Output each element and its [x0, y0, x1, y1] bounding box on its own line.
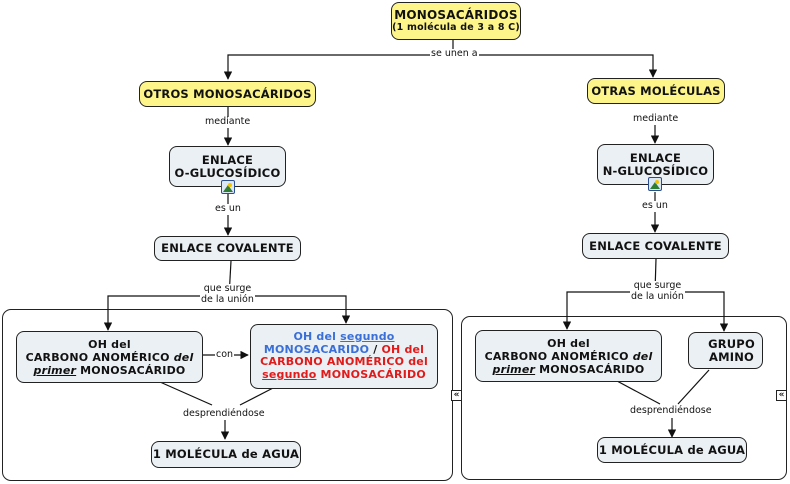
node-enlace-covalente-left-label: ENLACE COVALENTE: [161, 241, 294, 255]
node-oh-primer-left[interactable]: OH del CARBONO ANOMÉRICO del primer MONO…: [16, 331, 203, 383]
link-label-arise-left: que surge de la unión: [200, 283, 255, 305]
oh2-c: MONOSACARIDO: [263, 342, 370, 356]
join-left: [223, 54, 453, 80]
image-icon[interactable]: [648, 177, 662, 191]
oh2-line1: OH del segundo: [251, 330, 437, 344]
oh1-right-line3: primer MONOSACÁRIDO: [493, 363, 645, 376]
root-title: MONOSACÁRIDOS: [394, 8, 518, 22]
bond-right-line1: ENLACE: [629, 150, 682, 165]
link-label-is-left: es un: [214, 203, 242, 215]
oh1-right-line2b: del: [632, 349, 653, 363]
node-enlace-covalente-right[interactable]: ENLACE COVALENTE: [582, 233, 729, 259]
oh1-line3b: MONOSACÁRIDO: [76, 363, 186, 377]
left-arise-a: [103, 295, 229, 331]
bond-right-line2: N-GLUCOSÍDICO: [602, 163, 709, 178]
arise-left-line1: que surge: [203, 283, 252, 294]
oh2-e: CARBONO ANOMÉRICO del: [260, 355, 428, 368]
oh1-right-line3b: MONOSACÁRIDO: [535, 362, 645, 376]
arise-right-line1: que surge: [633, 280, 682, 291]
oh2-g: MONOSACÁRIDO: [316, 367, 426, 381]
node-otras-moleculas[interactable]: OTRAS MOLÉCULAS: [587, 78, 725, 104]
node-grupo-amino[interactable]: GRUPO AMINO: [688, 332, 763, 369]
oh1-right-line2a: CARBONO ANOMÉRICO: [484, 349, 633, 363]
amino-line2: AMINO: [708, 349, 755, 364]
oh2-sep: /: [369, 342, 382, 356]
oh1-line1: OH del: [88, 337, 131, 351]
oh2-a: OH del: [293, 330, 341, 343]
node-otros-monosacaridos-label: OTROS MONOSACÁRIDOS: [143, 86, 312, 101]
link-label-is-right: es un: [641, 200, 669, 212]
left-rel-a: [159, 381, 213, 406]
oh1-line2b: del: [173, 350, 194, 364]
oh2-line4: segundo MONOSACÁRIDO: [251, 367, 437, 382]
node-oh-segundo-left[interactable]: OH del segundo MONOSACARIDO / OH del CAR…: [250, 324, 438, 389]
oh1-line2a: CARBONO ANOMÉRICO: [25, 350, 174, 364]
link-label-releasing-left: desprendiéndose: [182, 408, 266, 420]
bond-line2: O-GLUCOSÍDICO: [174, 165, 281, 180]
oh1-line3: primer MONOSACÁRIDO: [34, 364, 186, 377]
link-label-join: se unen a: [430, 48, 479, 60]
amino-line1: GRUPO: [708, 336, 755, 351]
oh1-right-line1: OH del: [547, 336, 590, 350]
node-agua-left-label: 1 MOLÉCULA de AGUA: [152, 447, 300, 461]
image-icon[interactable]: [221, 180, 235, 194]
oh1-line3a: primer: [33, 363, 77, 377]
bond-line1: ENLACE: [201, 152, 254, 167]
link-label-via-left: mediante: [204, 116, 252, 128]
collapse-icon[interactable]: «: [451, 390, 462, 401]
join-right: [453, 54, 658, 78]
root-subtitle: (1 molécula de 3 a 8 C): [392, 22, 520, 33]
oh2-b: segundo: [340, 330, 395, 343]
node-agua-left[interactable]: 1 MOLÉCULA de AGUA: [151, 441, 301, 468]
node-agua-right[interactable]: 1 MOLÉCULA de AGUA: [597, 437, 747, 463]
oh2-line2: MONOSACARIDO / OH del: [251, 342, 437, 357]
link-label-releasing-right: desprendiéndose: [629, 405, 713, 417]
link-label-via-right: mediante: [632, 113, 680, 125]
arise-left-line2: de la unión: [201, 293, 254, 305]
collapse-icon[interactable]: «: [776, 390, 787, 401]
right-rel-a: [616, 380, 661, 405]
oh2-d: OH del: [381, 342, 425, 356]
oh1-right-line2: CARBONO ANOMÉRICO del: [485, 350, 653, 363]
arise-right-line2: de la unión: [631, 290, 684, 302]
node-oh-primer-right[interactable]: OH del CARBONO ANOMÉRICO del primer MONO…: [475, 330, 662, 382]
right-rel-b: [677, 369, 710, 405]
left-rel-b: [239, 386, 276, 406]
left-arise-b: [229, 295, 351, 324]
node-enlace-covalente-left[interactable]: ENLACE COVALENTE: [154, 236, 301, 261]
node-otras-moleculas-label: OTRAS MOLÉCULAS: [591, 83, 721, 98]
node-enlace-covalente-right-label: ENLACE COVALENTE: [589, 238, 722, 253]
root-node-monosacaridos[interactable]: MONOSACÁRIDOS (1 molécula de 3 a 8 C): [391, 2, 521, 40]
right-arise-a: [562, 291, 655, 330]
node-otros-monosacaridos[interactable]: OTROS MONOSACÁRIDOS: [139, 81, 316, 107]
node-agua-right-label: 1 MOLÉCULA de AGUA: [598, 442, 746, 457]
oh2-f: segundo: [262, 367, 317, 381]
oh1-line2: CARBONO ANOMÉRICO del: [26, 351, 194, 364]
link-label-arise-right: que surge de la unión: [630, 280, 685, 302]
link-label-with: con: [215, 349, 235, 361]
oh1-right-line3a: primer: [492, 362, 536, 376]
